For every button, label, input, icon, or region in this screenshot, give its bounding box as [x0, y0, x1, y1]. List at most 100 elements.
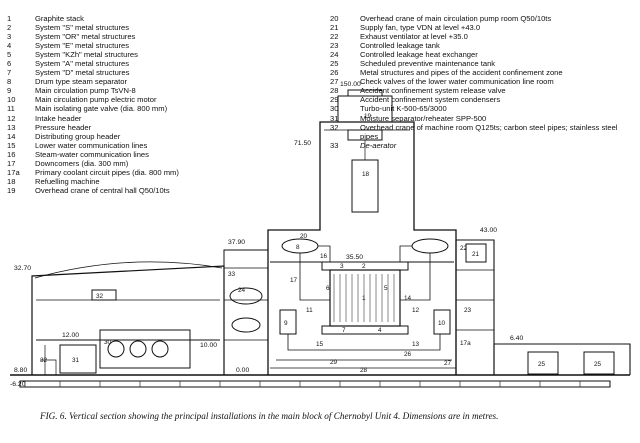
legend-number: 17a [7, 167, 20, 177]
elevation-35-50: 35.50 [346, 254, 363, 261]
circulation-pump-right [433, 309, 451, 335]
legend-number: 10 [7, 95, 16, 105]
callout-26: 26 [404, 351, 412, 358]
legend-number: 29 [330, 95, 339, 105]
legend-text: System "KZh" metal structures [35, 50, 138, 60]
legend-number: 28 [330, 86, 339, 96]
legend-number: 31 [330, 113, 339, 123]
elevation-32-70: 32.70 [14, 265, 31, 272]
turbine-casing-c [151, 340, 169, 358]
foundation-slab [19, 380, 611, 388]
callout-30: 30 [104, 339, 112, 346]
refuelling-machine [351, 159, 379, 213]
legend-text: System "S" metal structures [35, 23, 130, 33]
legend-number: 27 [330, 77, 339, 87]
ventilation-stack-base [337, 95, 393, 123]
elevation-150: 150.00 [340, 81, 361, 88]
legend-item: 31 Moisture separator/reheater SPP-500 [330, 114, 635, 123]
legend-text: Overhead crane of main circulation pump … [360, 14, 552, 23]
confinement-block [493, 343, 631, 375]
elevation-minus-6-20: -6.20 [10, 381, 26, 388]
legend-item: 10 Main circulation pump electric motor [7, 95, 307, 104]
legend-text: Main circulation pump electric motor [35, 95, 157, 105]
legend-text: Lower water communication lines [35, 140, 148, 150]
legend-number: 14 [7, 131, 16, 141]
callout-12: 12 [412, 307, 420, 314]
legend-text: Moisture separator/reheater SPP-500 [360, 113, 487, 123]
deaerator-tank-lower [231, 317, 261, 333]
callout-32b: 32 [40, 357, 48, 364]
legend-text: Refuelling machine [35, 176, 100, 186]
maintenance-tank-b [583, 351, 615, 375]
callout-17a: 17a [460, 340, 471, 347]
callout-16: 16 [320, 253, 328, 260]
callout-28: 28 [360, 367, 368, 374]
legend-text: Intake header [35, 113, 82, 123]
legend-number: 1 [7, 14, 12, 23]
legend-text: Supply fan, type VDN at level +43.0 [360, 23, 481, 33]
callout-19: 19 [364, 113, 372, 120]
callout-20: 20 [300, 233, 308, 240]
legend-number: 15 [7, 140, 16, 150]
legend-number: 5 [7, 50, 12, 60]
callout-5: 5 [384, 285, 388, 292]
callout-11: 11 [306, 307, 313, 314]
callout-9: 9 [284, 320, 288, 327]
moisture-separator-reheater [59, 344, 97, 374]
legend-text: Metal structures and pipes of the accide… [360, 68, 563, 78]
legend-text: Steam-water communication lines [35, 149, 149, 159]
callout-24: 24 [238, 287, 246, 294]
callout-32a: 32 [96, 293, 104, 300]
legend-number: 30 [330, 104, 339, 114]
callout-2: 2 [362, 263, 366, 270]
legend-number: 11 [7, 104, 15, 114]
legend-text: Pressure header [35, 122, 92, 132]
steam-water-lines [318, 245, 412, 262]
legend-item: 5 System "KZh" metal structures [7, 50, 307, 59]
callout-3: 3 [340, 263, 344, 270]
legend-item: 15 Lower water communication lines [7, 141, 307, 150]
legend-text: Controlled leakage heat exchanger [360, 50, 478, 60]
foundation-hatching [24, 381, 581, 387]
steam-separator-right [411, 238, 449, 254]
lower-metal-structure [321, 325, 409, 335]
deaerator-tank [229, 287, 263, 305]
callout-13: 13 [412, 341, 420, 348]
fuel-channels [333, 274, 395, 322]
auxiliary-block-floors [456, 269, 494, 331]
legend-number: 22 [330, 32, 339, 42]
figure-caption: FIG. 6. Vertical section showing the pri… [40, 411, 499, 421]
legend-number: 7 [7, 68, 12, 78]
auxiliary-block [455, 239, 495, 375]
legend-text: Drum type steam separator [35, 77, 128, 87]
legend-number: 9 [7, 86, 12, 96]
elevation-8-80: 8.80 [14, 367, 27, 374]
callout-21: 21 [472, 251, 480, 258]
maintenance-tank-a [527, 351, 559, 375]
legend-right-column: 20 Overhead crane of main circulation pum… [330, 14, 635, 150]
legend-number: 25 [330, 59, 339, 69]
legend-item: 24 Controlled leakage heat exchanger [330, 50, 635, 59]
legend-number: 24 [330, 50, 339, 60]
legend-text: Overhead crane of machine room Q125ts; c… [360, 122, 618, 141]
legend-item: 20 Overhead crane of main circulation pum… [330, 14, 635, 23]
legend-number: 20 [330, 14, 339, 23]
callout-6: 6 [326, 285, 330, 292]
callout-29: 29 [330, 359, 338, 366]
callout-10: 10 [438, 320, 446, 327]
elevation-37-90: 37.90 [228, 239, 245, 246]
machine-hall-outline [31, 265, 225, 375]
legend-number: 33 [330, 140, 339, 150]
